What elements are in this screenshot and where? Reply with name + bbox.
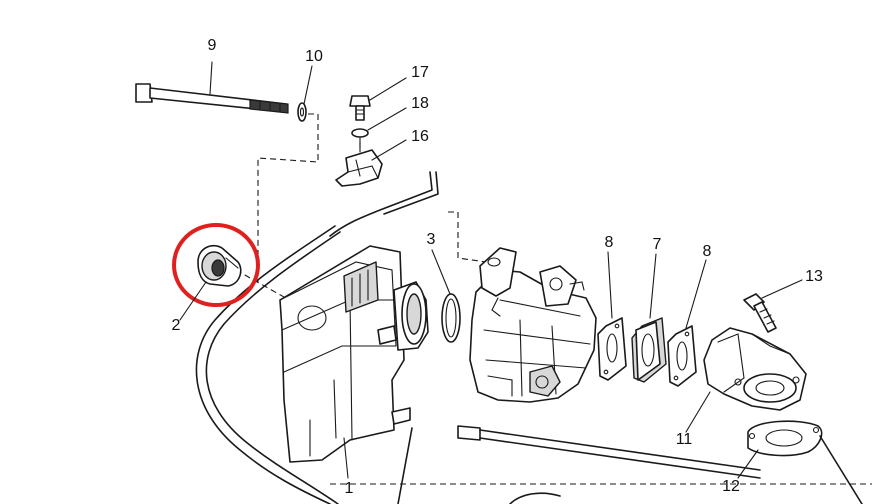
part-label-7: 7 (652, 236, 662, 253)
part-label-16: 16 (411, 128, 429, 145)
lower-part-edge (509, 492, 561, 504)
leader-lines (179, 61, 803, 479)
part-label-18: 18 (411, 95, 429, 112)
bolt-17 (349, 95, 371, 121)
bolt-13 (743, 293, 777, 333)
gasket-8a (597, 317, 627, 381)
guide-line-bolt (257, 113, 319, 282)
part-label-17: 17 (411, 64, 429, 81)
throttle-rod (457, 425, 761, 479)
part-label-3: 3 (426, 231, 436, 248)
part-label-11: 11 (675, 431, 693, 448)
throttle-cable (329, 171, 433, 237)
washer-10 (297, 102, 307, 122)
part-label-1: 1 (344, 480, 354, 497)
washer-18 (351, 128, 369, 138)
part-label-8b: 8 (702, 243, 712, 260)
spacer-7 (631, 317, 667, 383)
fuel-hose-inner (205, 231, 341, 504)
throttle-cable-2 (383, 171, 439, 215)
intake-manifold-11 (703, 327, 807, 411)
part-label-2: 2 (171, 317, 181, 334)
part-label-12: 12 (722, 478, 740, 495)
carburetor (469, 247, 597, 403)
lower-left-line (397, 427, 413, 504)
highlight-circle (172, 223, 260, 307)
part-label-9: 9 (207, 37, 217, 54)
bolt-9 (135, 83, 289, 114)
part-label-8a: 8 (604, 234, 614, 251)
o-ring-3 (441, 293, 461, 343)
fuel-hose (195, 225, 336, 504)
gasket-8b (667, 325, 697, 387)
silencer-housing-1 (279, 245, 411, 463)
guide-line-carb (448, 211, 487, 263)
gasket-12 (747, 420, 823, 457)
part-label-13: 13 (805, 268, 823, 285)
part-label-10: 10 (305, 48, 323, 65)
lower-right-line (819, 435, 863, 504)
silencer-intake-tube (393, 281, 429, 351)
bracket-16 (335, 149, 383, 187)
grommet-2 (197, 244, 242, 287)
